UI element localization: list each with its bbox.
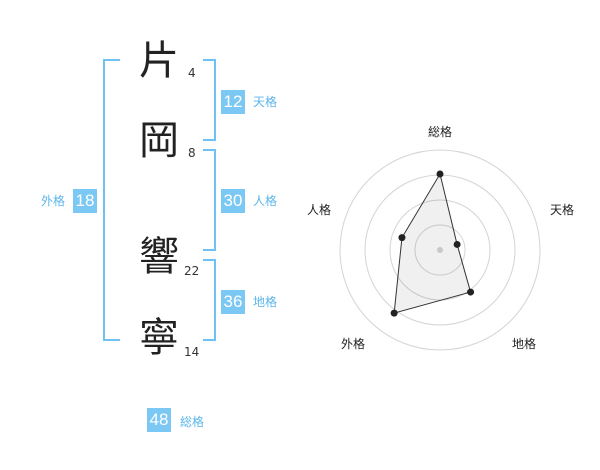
stroke-count-1: 4 xyxy=(188,66,196,80)
stroke-count-3: 22 xyxy=(184,264,200,278)
chikaku-bracket xyxy=(203,259,216,341)
radar-rings xyxy=(339,149,541,351)
radar-label-chikaku: 地格 xyxy=(512,337,537,351)
stroke-count-2: 8 xyxy=(188,146,196,160)
radar-point-5 xyxy=(398,234,406,242)
radar-label-tenkaku: 天格 xyxy=(550,203,575,217)
radar-ring xyxy=(414,224,466,276)
radar-area xyxy=(393,172,472,314)
soukaku-label: 総格 xyxy=(180,415,205,429)
soukaku-value: 48 xyxy=(147,408,171,432)
radar-ring xyxy=(339,149,541,351)
name-char-1: 片 xyxy=(139,38,179,84)
tenkaku-bracket xyxy=(203,59,216,141)
radar-label-gaikaku: 外格 xyxy=(341,337,366,351)
tenkaku-label: 天格 xyxy=(253,95,278,109)
jinkaku-value: 30 xyxy=(221,189,245,213)
radar-center-dot xyxy=(437,247,443,253)
tenkaku-value: 12 xyxy=(221,90,245,114)
gaikaku-label: 外格 xyxy=(41,194,66,208)
radar-label-soukaku: 総格 xyxy=(428,125,453,139)
gaikaku-bracket xyxy=(103,59,120,341)
jinkaku-label: 人格 xyxy=(253,194,278,208)
radar-point-3 xyxy=(467,288,475,296)
radar-point-1 xyxy=(436,170,444,178)
radar-label-jinkaku: 人格 xyxy=(307,203,332,217)
radar-point-2 xyxy=(453,240,461,248)
stroke-count-4: 14 xyxy=(184,345,200,359)
jinkaku-bracket xyxy=(203,149,216,251)
name-char-3: 響 xyxy=(139,234,179,280)
gaikaku-value: 18 xyxy=(73,189,97,213)
name-char-2: 岡 xyxy=(139,118,179,164)
radar-point-4 xyxy=(390,309,398,317)
name-char-4: 寧 xyxy=(139,315,179,361)
radar-points xyxy=(390,170,475,317)
chikaku-label: 地格 xyxy=(253,295,278,309)
chikaku-value: 36 xyxy=(221,290,245,314)
